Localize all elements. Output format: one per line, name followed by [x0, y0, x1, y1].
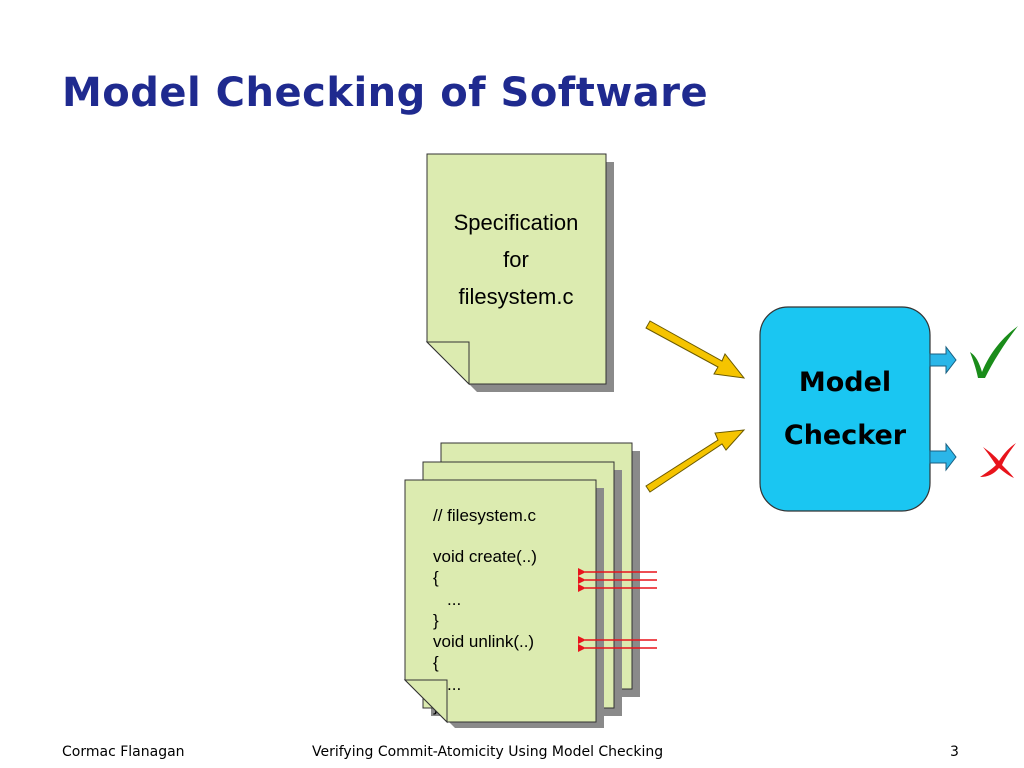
code-line-6: }	[433, 611, 439, 630]
code-document-stack: // filesystem.c void create(..) { ... } …	[403, 442, 640, 728]
code-line-4: {	[433, 568, 439, 587]
code-line-7: void unlink(..)	[433, 632, 534, 651]
specification-document: Specification for filesystem.c	[425, 153, 614, 392]
footer-author: Cormac Flanagan	[62, 744, 185, 760]
code-input-arrow	[645, 429, 746, 493]
footer-page-number: 3	[950, 744, 959, 760]
pass-output-arrow	[929, 345, 957, 375]
diagram: Specification for filesystem.c // filesy…	[403, 153, 1018, 728]
cross-icon	[980, 443, 1016, 478]
code-line-1: // filesystem.c	[433, 506, 536, 525]
model-checker-label-1: Model	[799, 367, 891, 398]
code-line-8: {	[433, 653, 439, 672]
fail-output-arrow	[929, 442, 957, 472]
code-line-5: ...	[447, 590, 461, 609]
spec-line-1: Specification	[454, 210, 579, 235]
check-icon	[970, 326, 1018, 378]
thread-arrows-create	[578, 568, 657, 592]
code-line-9: ...	[447, 675, 461, 694]
model-checker-box: Model Checker	[759, 306, 931, 512]
code-line-3: void create(..)	[433, 547, 537, 566]
spec-input-arrow	[645, 320, 746, 379]
model-checker-label-2: Checker	[784, 420, 907, 451]
slide-title: Model Checking of Software	[62, 70, 709, 116]
code-text: // filesystem.c void create(..) { ... } …	[433, 506, 537, 715]
spec-line-2: for	[503, 247, 529, 272]
footer-talk-title: Verifying Commit-Atomicity Using Model C…	[312, 744, 664, 760]
thread-arrows-unlink	[578, 636, 657, 652]
spec-line-3: filesystem.c	[459, 284, 574, 309]
